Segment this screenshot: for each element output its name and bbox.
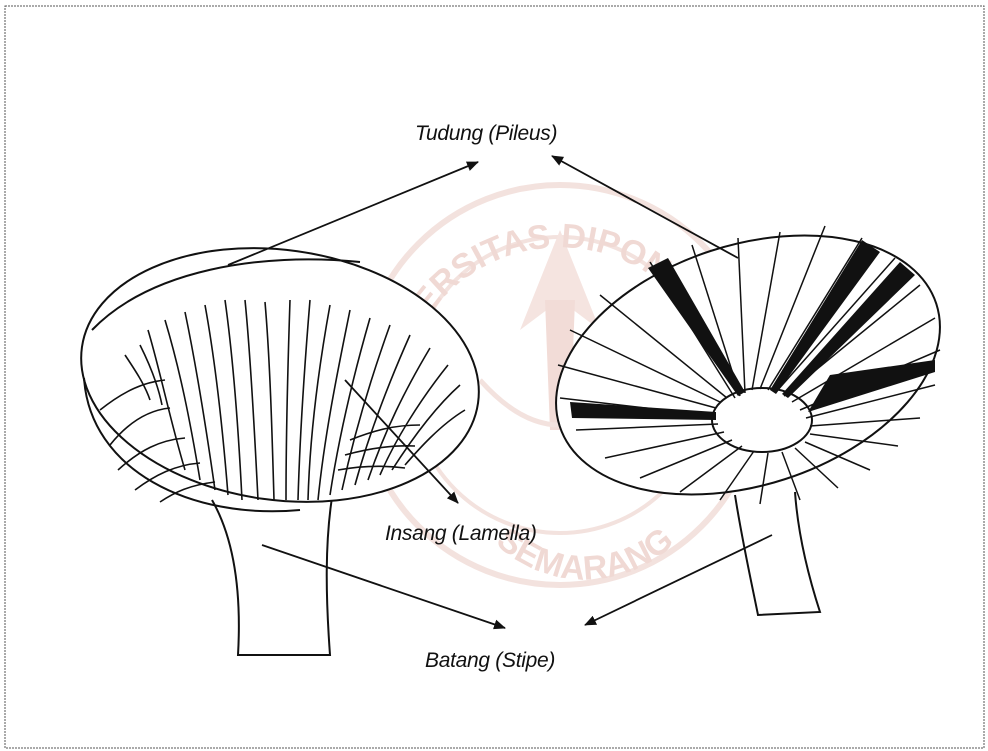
label-pileus: Tudung (Pileus) [415, 122, 557, 145]
arrow-pileus-left [228, 162, 478, 265]
left-mushroom [65, 223, 496, 655]
label-lamella: Insang (Lamella) [385, 522, 537, 545]
right-stipe [735, 492, 820, 615]
label-stipe: Batang (Stipe) [425, 649, 555, 672]
